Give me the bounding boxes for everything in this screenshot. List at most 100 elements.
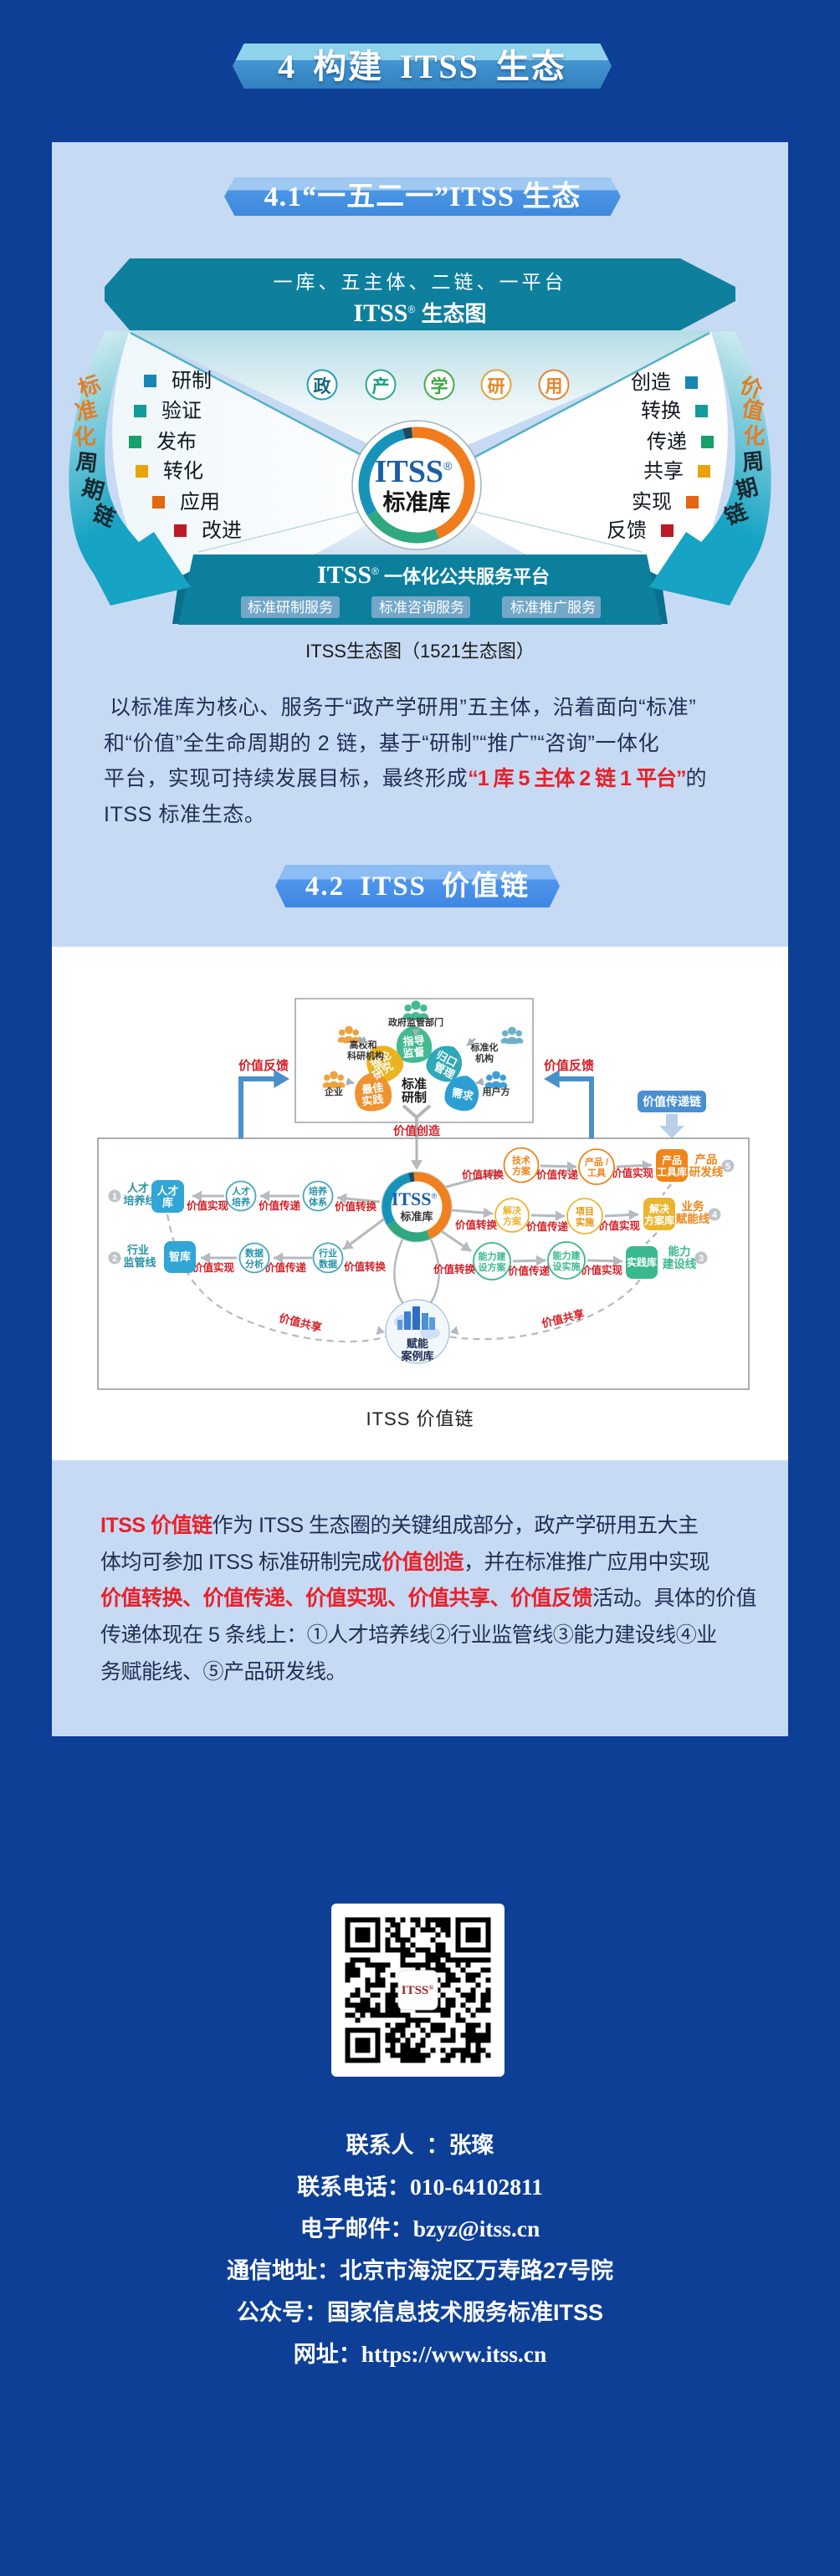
svg-text:价值实现: 价值实现	[581, 1264, 623, 1276]
svg-text:方案: 方案	[503, 1215, 522, 1227]
svg-text:政: 政	[314, 376, 332, 396]
svg-text:工具库: 工具库	[657, 1166, 687, 1178]
svg-text:设实施: 设实施	[553, 1260, 581, 1272]
svg-text:监管线: 监管线	[123, 1256, 156, 1269]
svg-text:研制: 研制	[172, 370, 212, 392]
svg-text:创造: 创造	[631, 371, 671, 394]
svg-text:监督: 监督	[402, 1045, 425, 1060]
svg-text:最佳: 最佳	[361, 1081, 384, 1096]
svg-text:标准库: 标准库	[399, 1210, 433, 1223]
svg-text:转换: 转换	[641, 400, 681, 422]
svg-text:实践: 实践	[361, 1092, 384, 1107]
svg-text:产品: 产品	[662, 1154, 682, 1167]
svg-text:验证: 验证	[161, 400, 202, 422]
svg-text:价值实现: 价值实现	[192, 1261, 235, 1274]
svg-text:库: 库	[162, 1197, 173, 1209]
svg-text:2: 2	[112, 1254, 117, 1264]
svg-text:人才: 人才	[127, 1182, 149, 1194]
svg-text:实现: 实现	[632, 491, 672, 514]
svg-text:准: 准	[73, 396, 100, 426]
svg-text:价值传递: 价值传递	[526, 1220, 569, 1233]
svg-text:设方案: 设方案	[479, 1261, 507, 1273]
svg-text:价值转换: 价值转换	[433, 1263, 476, 1275]
svg-text:化: 化	[73, 423, 96, 450]
svg-text:培养: 培养	[232, 1196, 251, 1208]
svg-text:价值共享: 价值共享	[278, 1311, 323, 1334]
svg-text:价值传递: 价值传递	[536, 1168, 579, 1181]
svg-text:业务: 业务	[682, 1199, 705, 1213]
svg-text:研发线: 研发线	[689, 1165, 724, 1178]
svg-text:ITSS 价值链: ITSS 价值链	[366, 1408, 474, 1429]
svg-text:实践库: 实践库	[627, 1256, 657, 1269]
svg-text:1: 1	[112, 1192, 117, 1202]
svg-text:标准推广服务: 标准推广服务	[510, 600, 596, 616]
svg-text:价值传递: 价值传递	[259, 1199, 301, 1212]
svg-text:解决: 解决	[503, 1204, 522, 1216]
svg-text:能力: 能力	[668, 1245, 691, 1258]
svg-text:ITSS®: ITSS®	[375, 454, 453, 489]
svg-text:智库: 智库	[169, 1250, 191, 1263]
svg-text:研: 研	[488, 377, 505, 396]
svg-text:行业: 行业	[126, 1244, 149, 1256]
svg-text:反馈: 反馈	[607, 519, 647, 542]
svg-text:产品 /: 产品 /	[585, 1156, 608, 1168]
svg-text:分析: 分析	[245, 1258, 264, 1270]
svg-text:值: 值	[740, 396, 766, 425]
svg-text:技术: 技术	[512, 1154, 530, 1166]
svg-text:价值传递: 价值传递	[264, 1261, 307, 1274]
svg-text:政府监管部门: 政府监管部门	[388, 1016, 443, 1028]
svg-text:项目: 项目	[576, 1206, 594, 1217]
svg-text:价值传递链: 价值传递链	[643, 1095, 702, 1108]
svg-text:价值实现: 价值实现	[612, 1167, 654, 1179]
svg-text:行业: 行业	[318, 1247, 337, 1259]
svg-text:培养: 培养	[309, 1185, 328, 1197]
svg-text:价值创造: 价值创造	[393, 1124, 440, 1137]
svg-text:指导: 指导	[402, 1034, 425, 1048]
svg-text:解决: 解决	[649, 1203, 670, 1215]
svg-text:人才: 人才	[156, 1185, 178, 1198]
svg-text:ITSS生态图（1521生态图）: ITSS生态图（1521生态图）	[305, 641, 535, 662]
svg-text:3: 3	[699, 1254, 704, 1264]
svg-text:价值实现: 价值实现	[598, 1219, 641, 1232]
svg-text:发布: 发布	[156, 431, 197, 453]
svg-text:价值实现: 价值实现	[187, 1199, 229, 1212]
svg-text:传递: 传递	[647, 431, 687, 453]
svg-text:5: 5	[725, 1162, 730, 1172]
svg-text:ITSS® 一体化公共服务平台: ITSS® 一体化公共服务平台	[317, 561, 550, 589]
svg-text:研制: 研制	[402, 1090, 427, 1105]
svg-text:ITSS®: ITSS®	[392, 1188, 438, 1209]
svg-text:周: 周	[74, 449, 99, 477]
svg-text:价值共享: 价值共享	[540, 1307, 586, 1330]
svg-text:科研机构: 科研机构	[347, 1050, 384, 1061]
svg-text:用户方: 用户方	[483, 1086, 510, 1097]
svg-text:培养线: 培养线	[123, 1194, 156, 1207]
svg-text:标准化: 标准化	[470, 1041, 499, 1053]
svg-text:能力建: 能力建	[553, 1250, 581, 1261]
svg-text:价值转换: 价值转换	[462, 1168, 505, 1181]
svg-text:共享: 共享	[643, 460, 684, 483]
svg-text:高校和: 高校和	[350, 1039, 377, 1050]
svg-text:机构: 机构	[475, 1052, 494, 1064]
svg-text:标准研制服务: 标准研制服务	[248, 600, 333, 616]
svg-text:ITSS®: ITSS®	[402, 1984, 434, 1997]
svg-text:价值反馈: 价值反馈	[544, 1058, 594, 1073]
svg-text:方案: 方案	[512, 1165, 531, 1177]
svg-text:学: 学	[431, 376, 448, 396]
svg-text:标准库: 标准库	[383, 490, 451, 515]
svg-text:ITSS® 生态图: ITSS® 生态图	[353, 299, 486, 327]
svg-text:一库、五主体、二链、一平台: 一库、五主体、二链、一平台	[274, 271, 567, 293]
svg-text:产: 产	[372, 376, 390, 396]
svg-text:化: 化	[743, 422, 766, 449]
svg-text:价值转换: 价值转换	[455, 1219, 498, 1231]
svg-text:用: 用	[545, 377, 563, 396]
svg-text:体系: 体系	[309, 1196, 327, 1208]
svg-text:方案库: 方案库	[644, 1214, 674, 1227]
svg-text:数据: 数据	[245, 1247, 264, 1259]
svg-text:标准: 标准	[401, 1076, 427, 1091]
svg-text:企业: 企业	[324, 1086, 343, 1097]
svg-text:价值反馈: 价值反馈	[238, 1058, 289, 1073]
svg-text:能力建: 能力建	[479, 1250, 507, 1262]
svg-text:价值传递: 价值传递	[508, 1265, 551, 1277]
svg-text:标准咨询服务: 标准咨询服务	[379, 600, 464, 616]
svg-text:价值转换: 价值转换	[344, 1260, 387, 1273]
